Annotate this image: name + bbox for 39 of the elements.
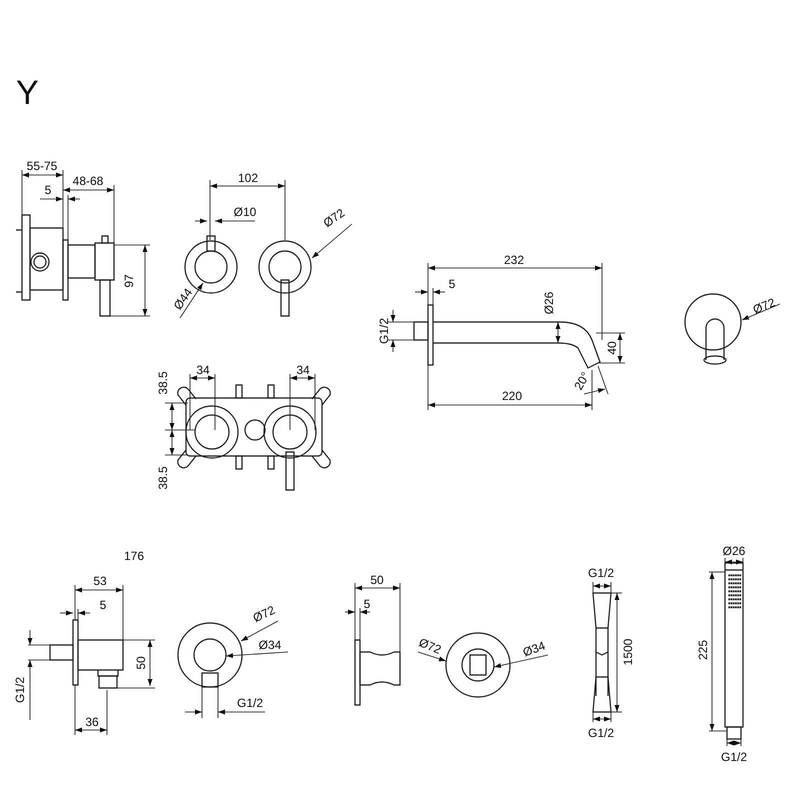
dimension-label: 220 [502,390,522,402]
dimension-label: 36 [85,716,99,728]
dimension-label: Ø72 [251,604,277,624]
dimension-label: G1/2 [588,727,614,739]
dimension-label: 55-75 [26,160,58,172]
dimension-label: G1/2 [237,697,263,709]
dimension-label: Ø34 [258,639,282,651]
dimension-label: 38.5 [157,371,169,395]
dimension-label: 97 [123,274,135,288]
dimension-label: 5 [448,278,456,290]
dimension-label: 34 [296,364,310,376]
dimension-label: 20° [572,370,592,392]
dimension-label: G1/2 [378,318,390,344]
dimension-label: G1/2 [721,751,747,763]
dimension-label: Ø26 [543,292,555,314]
dimension-label: Ø34 [521,639,547,659]
dimension-label: Ø10 [234,206,256,218]
dimension-label: 232 [504,254,524,266]
dimension-label: Ø26 [722,545,746,557]
dimension-label: 5 [364,598,370,610]
dimension-label: 5 [44,184,52,196]
dimension-label: 1500 [622,638,634,666]
dimension-label: 102 [238,172,258,184]
dimension-label: Ø72 [321,206,347,230]
dimension-label: 40 [606,341,618,355]
dimension-label: 50 [370,574,384,586]
dimension-label: Ø72 [417,636,443,656]
dimension-label: Ø72 [751,296,777,316]
dimension-label: 225 [697,640,709,660]
dimension-label: 34 [196,364,210,376]
title: Y [16,76,39,110]
dimension-label: 38.5 [157,466,169,490]
dimension-label: G1/2 [588,567,614,579]
dimension-label: 50 [135,656,147,670]
dimension-label: 48-68 [72,175,104,187]
dimension-label: 176 [124,550,144,562]
dimension-label: 5 [100,599,106,611]
dimension-label: G1/2 [14,677,26,703]
dimension-label: 53 [93,575,107,587]
